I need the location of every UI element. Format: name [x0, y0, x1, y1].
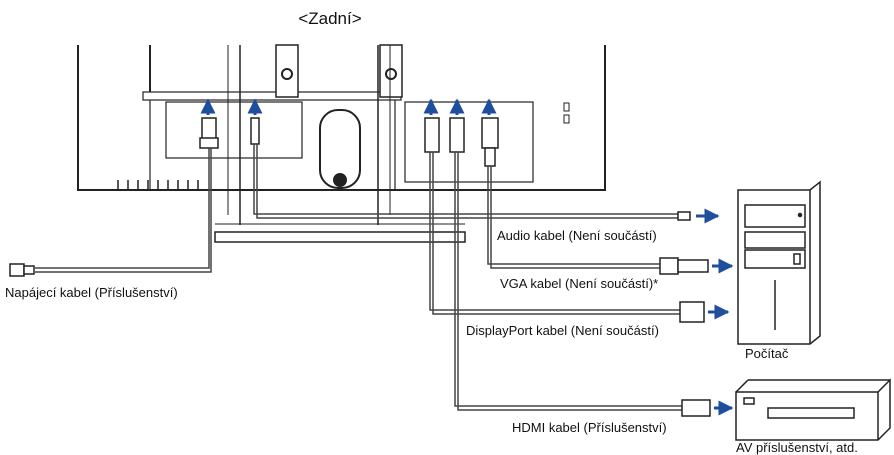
audio-jack-icon: [677, 211, 691, 221]
hdmi-cable-label: HDMI kabel (Příslušenství): [512, 420, 667, 435]
hdmi-connector-icon: [681, 399, 711, 417]
power-cable-line: [35, 148, 210, 269]
cable-end-connectors: [9, 211, 711, 417]
computer-tower-icon: [737, 180, 821, 345]
cable-plugs: [199, 117, 499, 167]
av-equipment-label: AV příslušenství, atd.: [736, 440, 858, 455]
page-title: <Zadní>: [298, 9, 361, 28]
vga-connector-icon: [659, 257, 679, 275]
audio-cable-line: [253, 144, 680, 215]
hdmi-cable-line: [454, 152, 682, 407]
monitor-back: [77, 44, 606, 243]
power-cable-label: Napájecí kabel (Příslušenství): [5, 285, 178, 300]
device-arrows: [696, 208, 734, 416]
displayport-connector-icon: [679, 301, 705, 323]
displayport-cable-line: [429, 152, 680, 311]
av-equipment-icon: [735, 378, 891, 441]
displayport-cable-label: DisplayPort kabel (Není součástí): [466, 323, 659, 338]
vga-cable-line: [487, 166, 660, 265]
power-plug-icon: [9, 263, 25, 277]
cables: [35, 144, 682, 411]
vga-cable-label: VGA kabel (Není součástí)*: [500, 276, 658, 291]
computer-label: Počítač: [745, 346, 789, 361]
port-arrows: [200, 98, 497, 115]
audio-cable-label: Audio kabel (Není součástí): [497, 228, 657, 243]
